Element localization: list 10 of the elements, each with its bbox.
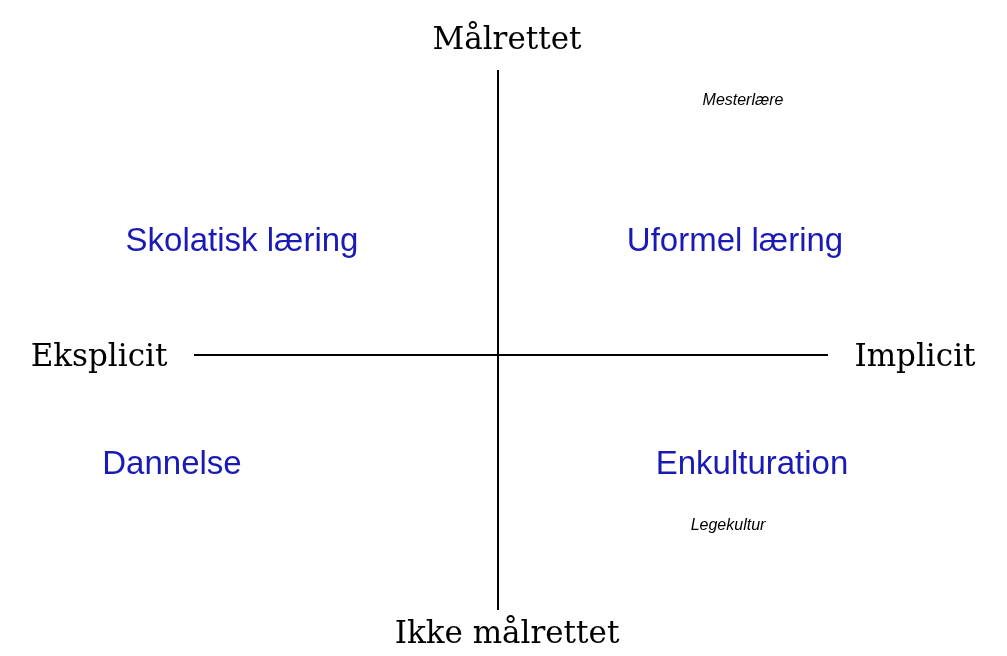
axis-label: Målrettet: [432, 20, 582, 56]
quadrant-label: Uformel læring: [626, 221, 844, 259]
axis-label: Eksplicit: [30, 337, 168, 373]
example-label: Legekultur: [690, 516, 766, 534]
quadrant-label: Enkulturation: [655, 444, 849, 482]
quadrant-label: Skolatisk læring: [125, 221, 359, 259]
axis-label: Implicit: [854, 337, 976, 373]
quadrant-label: Dannelse: [102, 444, 242, 482]
example-label: Mesterlære: [702, 91, 784, 109]
axis-label: Ikke målrettet: [394, 614, 620, 650]
